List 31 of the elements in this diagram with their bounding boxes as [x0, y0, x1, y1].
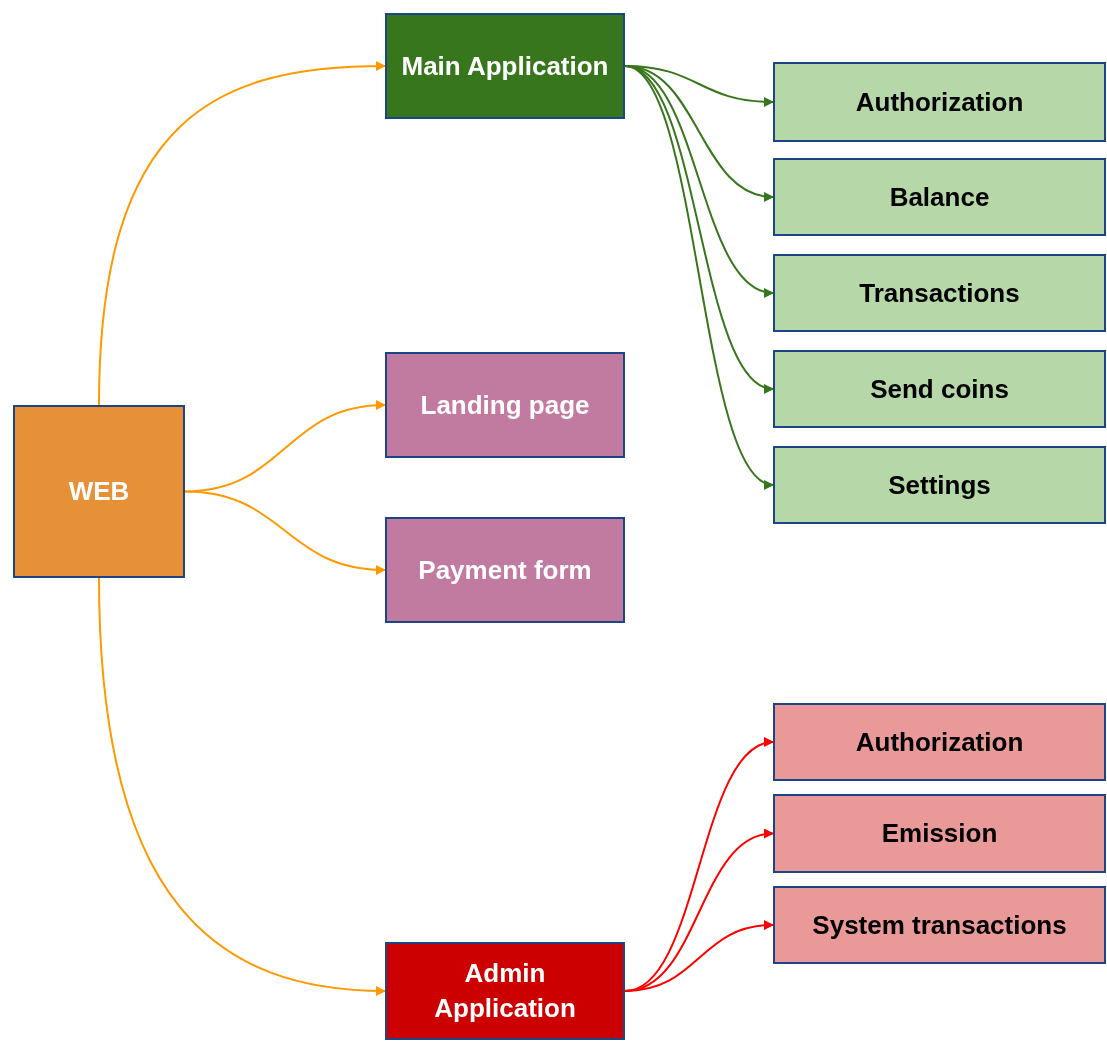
module-box	[773, 254, 1106, 332]
box-label: Send coins	[869, 372, 1010, 406]
application-box	[385, 13, 625, 119]
box-label: Landing page	[419, 388, 591, 422]
box-label: Admin Application	[433, 957, 577, 1025]
module-box	[773, 703, 1106, 781]
arrow	[98, 577, 386, 996]
module-box	[773, 350, 1106, 428]
page-box	[385, 352, 625, 458]
box-label: Balance	[888, 180, 991, 214]
box-label: Transactions	[858, 276, 1021, 310]
box-label: Authorization	[854, 85, 1025, 119]
arrow	[184, 490, 386, 575]
arrow	[98, 61, 386, 406]
module-box	[773, 446, 1106, 524]
module-box	[773, 794, 1106, 873]
web-box	[13, 405, 185, 578]
box-label: System transactions	[811, 908, 1068, 942]
arrow	[624, 920, 774, 992]
box-label: Emission	[880, 817, 999, 850]
module-box	[773, 62, 1106, 142]
box-label: WEB	[67, 475, 131, 508]
module-box	[773, 886, 1106, 964]
page-box	[385, 517, 625, 623]
box-label: Authorization	[854, 725, 1025, 759]
box-label: Payment form	[417, 553, 593, 587]
box-label: Settings	[887, 468, 992, 502]
module-box	[773, 158, 1106, 236]
application-box	[385, 942, 625, 1040]
arrow	[184, 400, 386, 493]
box-label: Main Application	[400, 49, 610, 83]
